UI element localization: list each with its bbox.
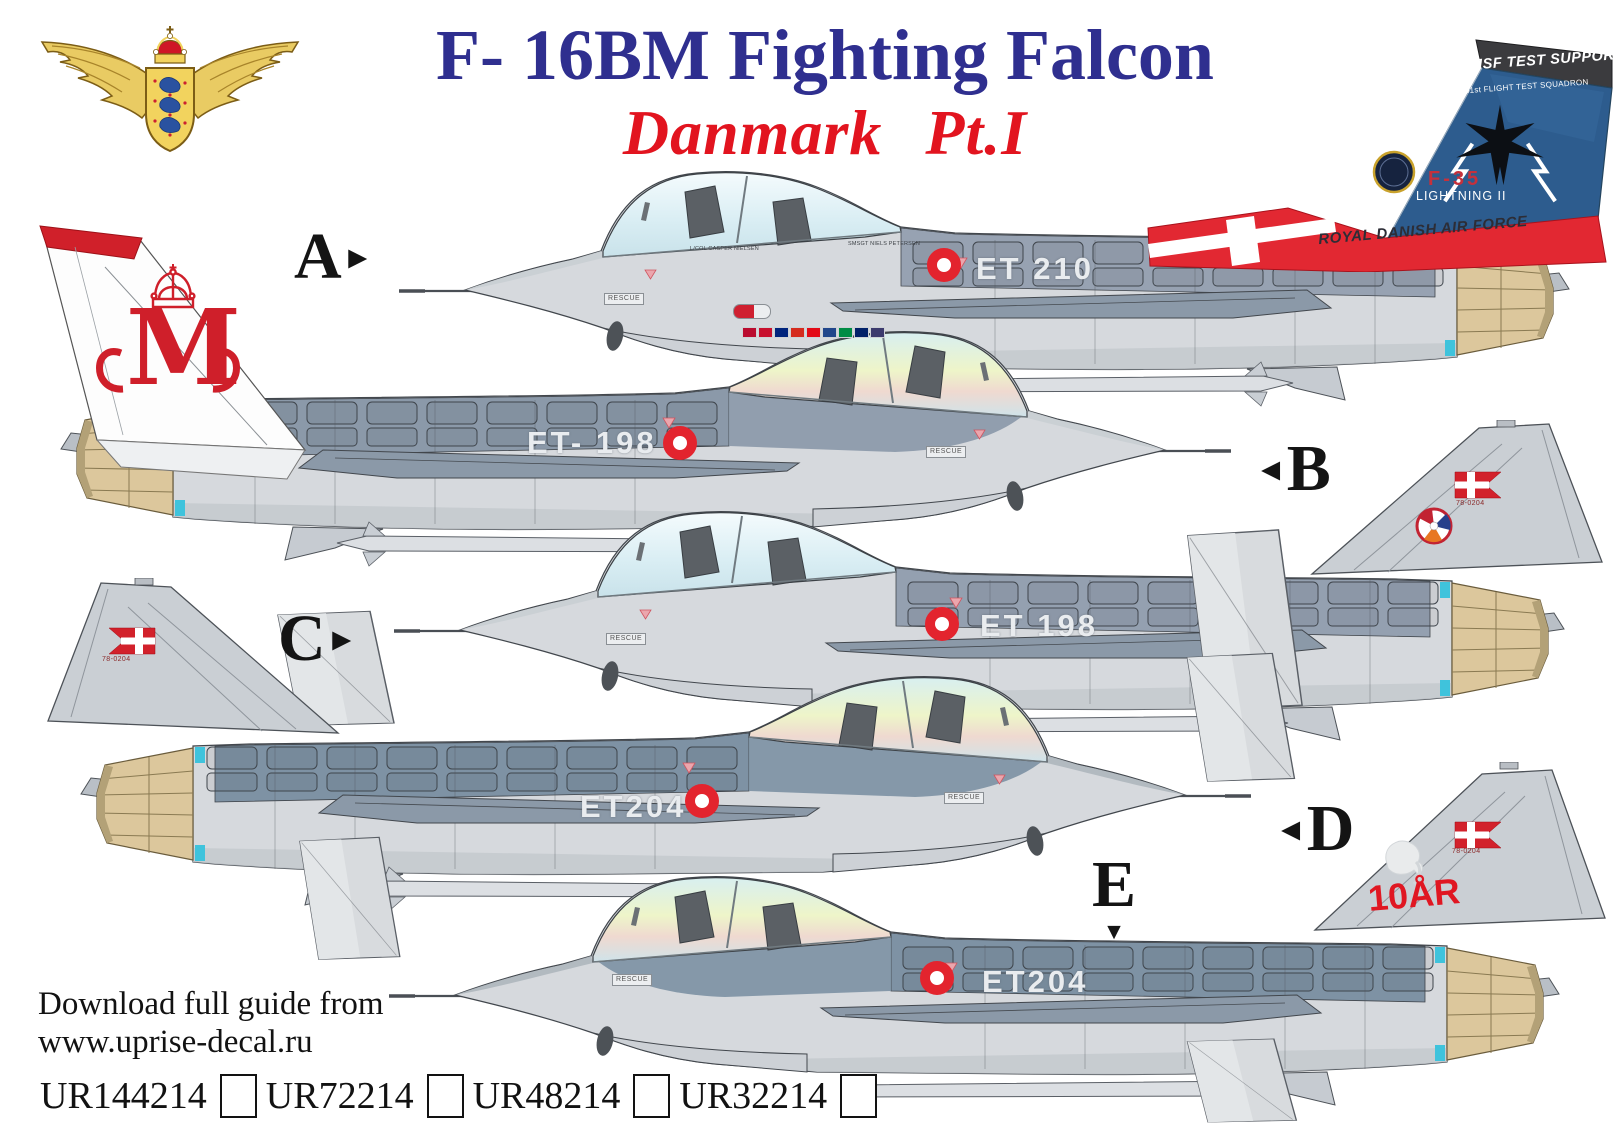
tail-e-serial: 78-0204 bbox=[1452, 848, 1481, 855]
flag-icon bbox=[774, 327, 789, 338]
flag-icon bbox=[822, 327, 837, 338]
tail-a-f35-text: F-35 bbox=[1428, 168, 1482, 190]
scheme-label-d: ◀D bbox=[1282, 792, 1355, 865]
arrow-left-icon: ◀ bbox=[1262, 456, 1280, 482]
page-subtitle: Danmark Pt.I bbox=[622, 97, 1028, 168]
tactical-code-b: ET- 198 bbox=[527, 425, 657, 460]
flag-icon bbox=[854, 327, 869, 338]
gear-door-c bbox=[1180, 652, 1300, 784]
tactical-code-e: ET204 bbox=[982, 964, 1089, 999]
scheme-label-a: A▶ bbox=[294, 220, 367, 293]
scheme-label-b: ◀B bbox=[1262, 432, 1331, 505]
rescue-stencil-d: RESCUE bbox=[944, 792, 985, 804]
download-url: www.uprise-decal.ru bbox=[38, 1023, 313, 1060]
product-code-ur48214: UR48214 bbox=[472, 1075, 621, 1117]
flag-icon bbox=[790, 327, 805, 338]
tail-art-danish-flag-c bbox=[1292, 420, 1618, 590]
tail-art-jsf-test-support bbox=[1138, 22, 1618, 272]
tail-d-serial: 78-0204 bbox=[102, 656, 131, 663]
tail-art-10ar bbox=[1295, 762, 1618, 947]
tail-a-lightning-text: LIGHTNING II bbox=[1416, 189, 1507, 203]
download-note: Download full guide from www.uprise-deca… bbox=[38, 986, 384, 1062]
rescue-stencil-b: RESCUE bbox=[926, 446, 967, 458]
gear-door-e bbox=[1180, 1038, 1302, 1124]
gear-door-d bbox=[293, 836, 405, 962]
rescue-stencil-a: RESCUE bbox=[604, 293, 645, 305]
tactical-code-d: ET204 bbox=[580, 789, 687, 824]
arrow-left-icon: ◀ bbox=[1282, 816, 1300, 842]
product-code-ur32214: UR32214 bbox=[679, 1075, 828, 1117]
checkbox-ur72214[interactable] bbox=[426, 1074, 464, 1118]
tail-art-danish-flag-d bbox=[28, 578, 358, 748]
rdaf-wings-logo-icon bbox=[25, 8, 315, 163]
crew-name-1: L/COL CASPER NIELSEN bbox=[690, 246, 759, 252]
page-title: F- 16BM Fighting Falcon bbox=[436, 15, 1214, 95]
tail-b-royal-monogram: M bbox=[126, 286, 242, 409]
flag-icon bbox=[758, 327, 773, 338]
scheme-label-c: C▶ bbox=[278, 602, 351, 675]
flag-icon bbox=[838, 327, 853, 338]
checkbox-ur144214[interactable] bbox=[219, 1074, 257, 1118]
arrow-right-icon: ▶ bbox=[348, 244, 367, 270]
product-code-ur144214: UR144214 bbox=[40, 1075, 207, 1117]
tactical-code-a: ET 210 bbox=[976, 251, 1094, 286]
product-code-ur72214: UR72214 bbox=[265, 1075, 414, 1117]
flag-icon bbox=[742, 327, 757, 338]
flag-icon bbox=[870, 327, 885, 338]
arrow-right-icon: ▶ bbox=[332, 626, 351, 652]
danish-roundel-b bbox=[663, 426, 697, 460]
download-note-line1: Download full guide from bbox=[38, 986, 384, 1022]
danish-roundel-e bbox=[920, 961, 954, 995]
f16-profile-b bbox=[55, 300, 1235, 620]
tail-art-royal-monogram bbox=[35, 205, 335, 495]
intake-marking bbox=[733, 304, 771, 319]
crew-name-2: SMSGT NIELS PETERSEN bbox=[848, 241, 921, 247]
danish-roundel-c bbox=[925, 607, 959, 641]
product-codes-row: UR144214 UR72214 UR48214 UR32214 bbox=[40, 1074, 886, 1118]
checkbox-ur32214[interactable] bbox=[840, 1074, 878, 1118]
scheme-label-e: E▼ bbox=[1092, 848, 1137, 944]
rescue-stencil-c: RESCUE bbox=[606, 633, 647, 645]
checkbox-ur48214[interactable] bbox=[633, 1074, 671, 1118]
arrow-down-icon: ▼ bbox=[1102, 919, 1126, 944]
rescue-stencil-e: RESCUE bbox=[612, 974, 653, 986]
nato-flags-strip bbox=[742, 327, 885, 338]
danish-roundel-a bbox=[927, 248, 961, 282]
danish-roundel-d bbox=[685, 784, 719, 818]
tail-c-serial: 78-0204 bbox=[1456, 500, 1485, 507]
tactical-code-c: ET 198 bbox=[980, 608, 1098, 643]
tail-e-anniversary: 10ÅR bbox=[1366, 870, 1462, 919]
flag-icon bbox=[806, 327, 821, 338]
